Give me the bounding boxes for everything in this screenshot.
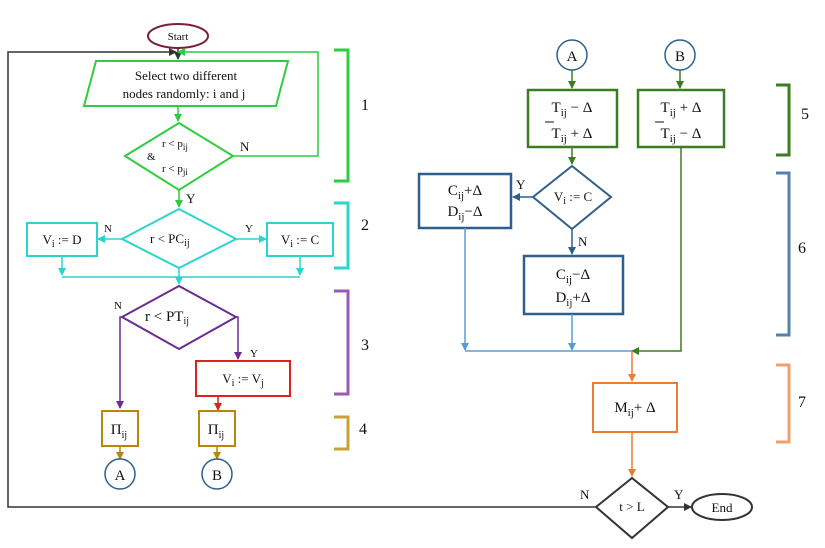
- imitate-decision-diamond: [119, 284, 239, 351]
- memory-update-text: Mij+ Δ: [614, 400, 656, 419]
- d2-yes-label: Y: [245, 223, 253, 235]
- payoff-b-text: Πij: [208, 422, 224, 441]
- d1-cond2: r < pji: [162, 163, 188, 177]
- bracket-2: [334, 201, 350, 270]
- bracket-3-label: 3: [361, 337, 369, 354]
- termination-no-label: N: [580, 487, 590, 502]
- d3-yes-label: Y: [250, 348, 258, 360]
- coop-no-box: [522, 254, 625, 316]
- bracket-7-label: 7: [798, 394, 806, 411]
- coop-yes-line2: Dij−Δ: [447, 204, 482, 223]
- d3-yes-arrow: [234, 316, 242, 360]
- termination-diamond: [594, 476, 670, 540]
- bracket-2-label: 2: [361, 217, 369, 234]
- imitate-box: [195, 360, 291, 397]
- connector-a-left-label: A: [115, 468, 126, 484]
- d3-no-label: N: [114, 300, 122, 312]
- bracket-6-label: 6: [798, 240, 806, 257]
- bracket-3: [334, 289, 350, 396]
- select-line2: nodes randomly: i and j: [123, 86, 246, 101]
- connector-a-left: [104, 458, 136, 490]
- end-label: End: [712, 500, 733, 515]
- memory-update-box: [592, 382, 678, 433]
- imitate-text: Vi := Vj: [222, 371, 264, 389]
- dc-text: Vi := C: [554, 189, 592, 207]
- d1-amp: &: [147, 151, 156, 163]
- bracket-7: [776, 363, 791, 444]
- d1-no-label: N: [240, 139, 250, 154]
- connector-b-left: [201, 458, 233, 490]
- prob-decision-diamond: [123, 121, 235, 192]
- d1-yes-label: Y: [186, 191, 196, 206]
- connector-b-right-label: B: [675, 49, 685, 65]
- coop-no-line2: Dij+Δ: [555, 290, 590, 309]
- coop-no-line1: Cij−Δ: [556, 267, 591, 286]
- d1-no-loop: [177, 48, 319, 157]
- coop-yes-line1: Cij+Δ: [448, 183, 483, 202]
- trust-b-down: [631, 147, 682, 355]
- start-label: Start: [168, 31, 189, 43]
- set-defect-text: Vi := D: [42, 232, 81, 250]
- loop-back-line: [7, 48, 595, 508]
- trust-b-line1: Tij + Δ: [661, 100, 702, 119]
- d3-text: r < PTij: [145, 309, 189, 327]
- bracket-5: [776, 83, 791, 157]
- connector-b-left-label: B: [212, 468, 222, 484]
- set-cooperate-text: Vi := C: [281, 232, 319, 250]
- bracket-6: [776, 171, 791, 337]
- end-terminal: [691, 493, 753, 521]
- trust-update-a-box: [526, 88, 619, 149]
- connector-a-right-label: A: [567, 49, 578, 65]
- trust-a-line2: Tij + Δ: [552, 126, 593, 145]
- payoff-box-b: [198, 410, 236, 447]
- select-nodes-box: [82, 60, 290, 107]
- termination-yes-label: Y: [674, 487, 684, 502]
- coop-yes-box: [417, 172, 513, 230]
- bracket-1-label: 1: [361, 97, 369, 114]
- trust-b-line2: Tij − Δ: [661, 126, 702, 145]
- d2-text: r < PCij: [150, 231, 190, 249]
- set-cooperate-box: [266, 222, 334, 257]
- termination-text: t > L: [619, 499, 644, 514]
- trust-update-b-box: [636, 88, 726, 149]
- dc-no-label: N: [578, 234, 588, 249]
- trust-a-line1: Tij − Δ: [552, 100, 593, 119]
- payoff-a-text: Πij: [111, 422, 127, 441]
- dc-yes-label: Y: [516, 177, 526, 192]
- bracket-4: [334, 415, 350, 451]
- bracket-5-label: 5: [801, 106, 809, 123]
- d1-cond1: r < pij: [162, 138, 188, 152]
- bracket-1: [334, 48, 350, 183]
- d3-no-arrow: [116, 316, 124, 409]
- d2-no-label: N: [104, 223, 112, 235]
- bracket-4-label: 4: [359, 421, 367, 438]
- select-line1: Select two different: [135, 68, 238, 83]
